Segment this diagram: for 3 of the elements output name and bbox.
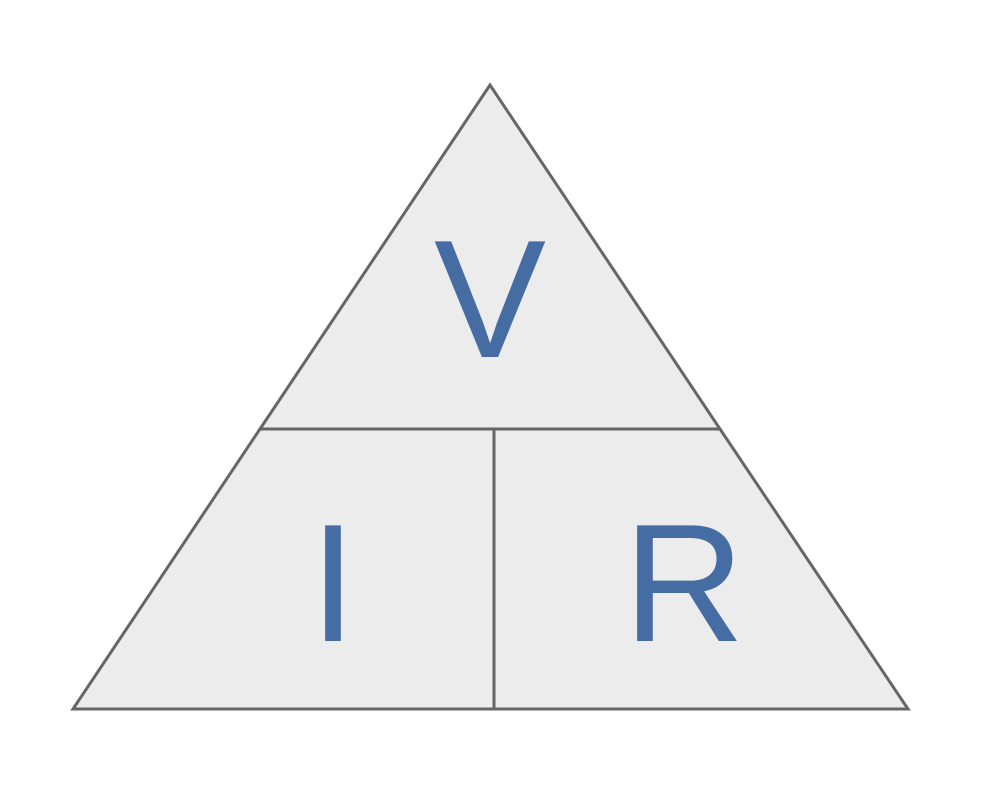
quantity-symbol: I xyxy=(310,499,356,667)
quantity-symbol: R xyxy=(623,499,745,667)
quantity-symbol: V xyxy=(434,215,546,383)
